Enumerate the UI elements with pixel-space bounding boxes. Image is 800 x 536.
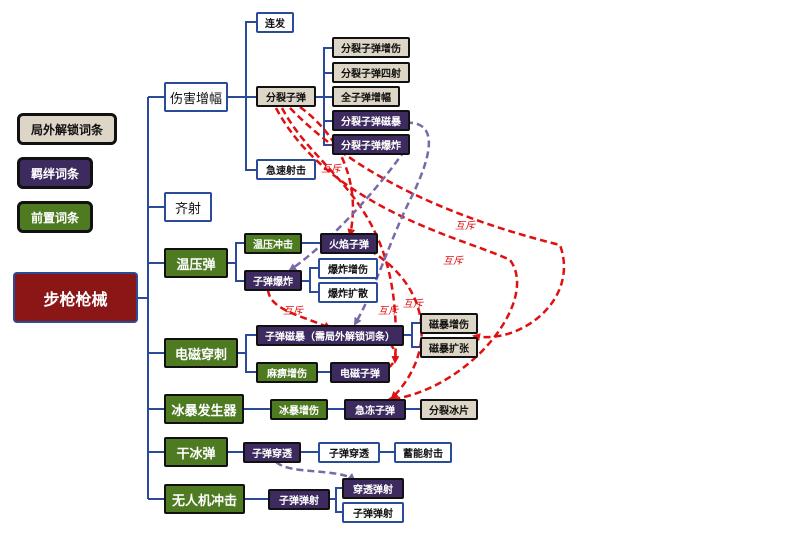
root-node[interactable]: 步枪枪械 bbox=[13, 272, 138, 323]
node-split-damage[interactable]: 分裂子弹增伤 bbox=[332, 37, 410, 58]
exclusive-label: 互斥 bbox=[378, 305, 399, 317]
exclusive-split-frozen bbox=[274, 107, 519, 404]
node-storm-expand[interactable]: 磁暴扩张 bbox=[420, 337, 478, 358]
node-storm-damage[interactable]: 磁暴增伤 bbox=[420, 313, 478, 334]
node-burst-damage[interactable]: 爆炸增伤 bbox=[318, 258, 378, 279]
node-all-bullet-boost[interactable]: 全子弹增幅 bbox=[332, 86, 400, 107]
node-thermo-impact[interactable]: 温压冲击 bbox=[244, 233, 302, 254]
node-bullet-burst[interactable]: 子弹爆炸 bbox=[244, 270, 302, 291]
link-splitburst-burst bbox=[288, 149, 407, 272]
tree-connectors bbox=[138, 21, 420, 513]
node-paralyze-damage[interactable]: 麻痹增伤 bbox=[256, 362, 318, 383]
node-dry-ice[interactable]: 干冰弹 bbox=[164, 437, 228, 467]
node-thermobaric[interactable]: 温压弹 bbox=[164, 248, 228, 278]
node-fire-bullet[interactable]: 火焰子弹 bbox=[320, 233, 378, 254]
node-em-pierce[interactable]: 电磁穿刺 bbox=[164, 338, 238, 368]
exclusive-label: 互斥 bbox=[443, 255, 464, 267]
exclusive-split-storm bbox=[289, 107, 566, 342]
node-frozen-bullet[interactable]: 急冻子弹 bbox=[344, 399, 406, 420]
node-split-four[interactable]: 分裂子弹四射 bbox=[332, 62, 410, 83]
node-ricochet-2[interactable]: 子弹弹射 bbox=[342, 502, 404, 523]
legend-local-unlock: 局外解锁词条 bbox=[17, 113, 117, 145]
node-split-storm[interactable]: 分裂子弹磁暴 bbox=[332, 110, 410, 131]
exclusive-links bbox=[266, 105, 566, 404]
node-drone-strike[interactable]: 无人机冲击 bbox=[164, 484, 245, 514]
node-ricochet[interactable]: 子弹弹射 bbox=[268, 489, 330, 510]
node-burst-spread[interactable]: 爆炸扩散 bbox=[318, 282, 378, 303]
legend-prerequisite: 前置词条 bbox=[17, 201, 93, 233]
exclusive-label: 互斥 bbox=[455, 220, 476, 232]
node-bullet-storm[interactable]: 子弹磁暴（需局外解锁词条） bbox=[256, 325, 404, 346]
node-ice-damage[interactable]: 冰暴增伤 bbox=[270, 399, 328, 420]
legend-bond: 羁绊词条 bbox=[17, 157, 93, 189]
node-em-bullet[interactable]: 电磁子弹 bbox=[330, 362, 390, 383]
exclusive-fire-frozen bbox=[359, 243, 423, 400]
node-split-burst[interactable]: 分裂子弹爆炸 bbox=[332, 134, 410, 155]
node-volley[interactable]: 齐射 bbox=[164, 192, 212, 222]
node-pierce-ricochet[interactable]: 穿透弹射 bbox=[342, 478, 404, 499]
exclusive-label: 互斥 bbox=[321, 163, 342, 175]
node-bullet-pierce[interactable]: 子弹穿透 bbox=[243, 442, 301, 463]
node-bullet-pierce-2[interactable]: 子弹穿透 bbox=[318, 442, 380, 463]
exclusive-split-em bbox=[280, 107, 400, 364]
exclusive-burst-storm bbox=[266, 289, 332, 330]
node-ice-generator[interactable]: 冰暴发生器 bbox=[164, 394, 244, 424]
node-fast-shot[interactable]: 急速射击 bbox=[256, 159, 316, 180]
exclusive-label: 互斥 bbox=[403, 298, 424, 310]
node-rapid-fire[interactable]: 连发 bbox=[256, 12, 294, 33]
node-damage-boost[interactable]: 伤害增幅 bbox=[164, 82, 228, 112]
node-ice-shard[interactable]: 分裂冰片 bbox=[420, 399, 478, 420]
node-split-bullet[interactable]: 分裂子弹 bbox=[256, 86, 316, 107]
exclusive-label: 互斥 bbox=[283, 305, 304, 317]
link-pierce-pierceric bbox=[275, 460, 356, 482]
node-charge-shot[interactable]: 蓄能射击 bbox=[394, 442, 452, 463]
